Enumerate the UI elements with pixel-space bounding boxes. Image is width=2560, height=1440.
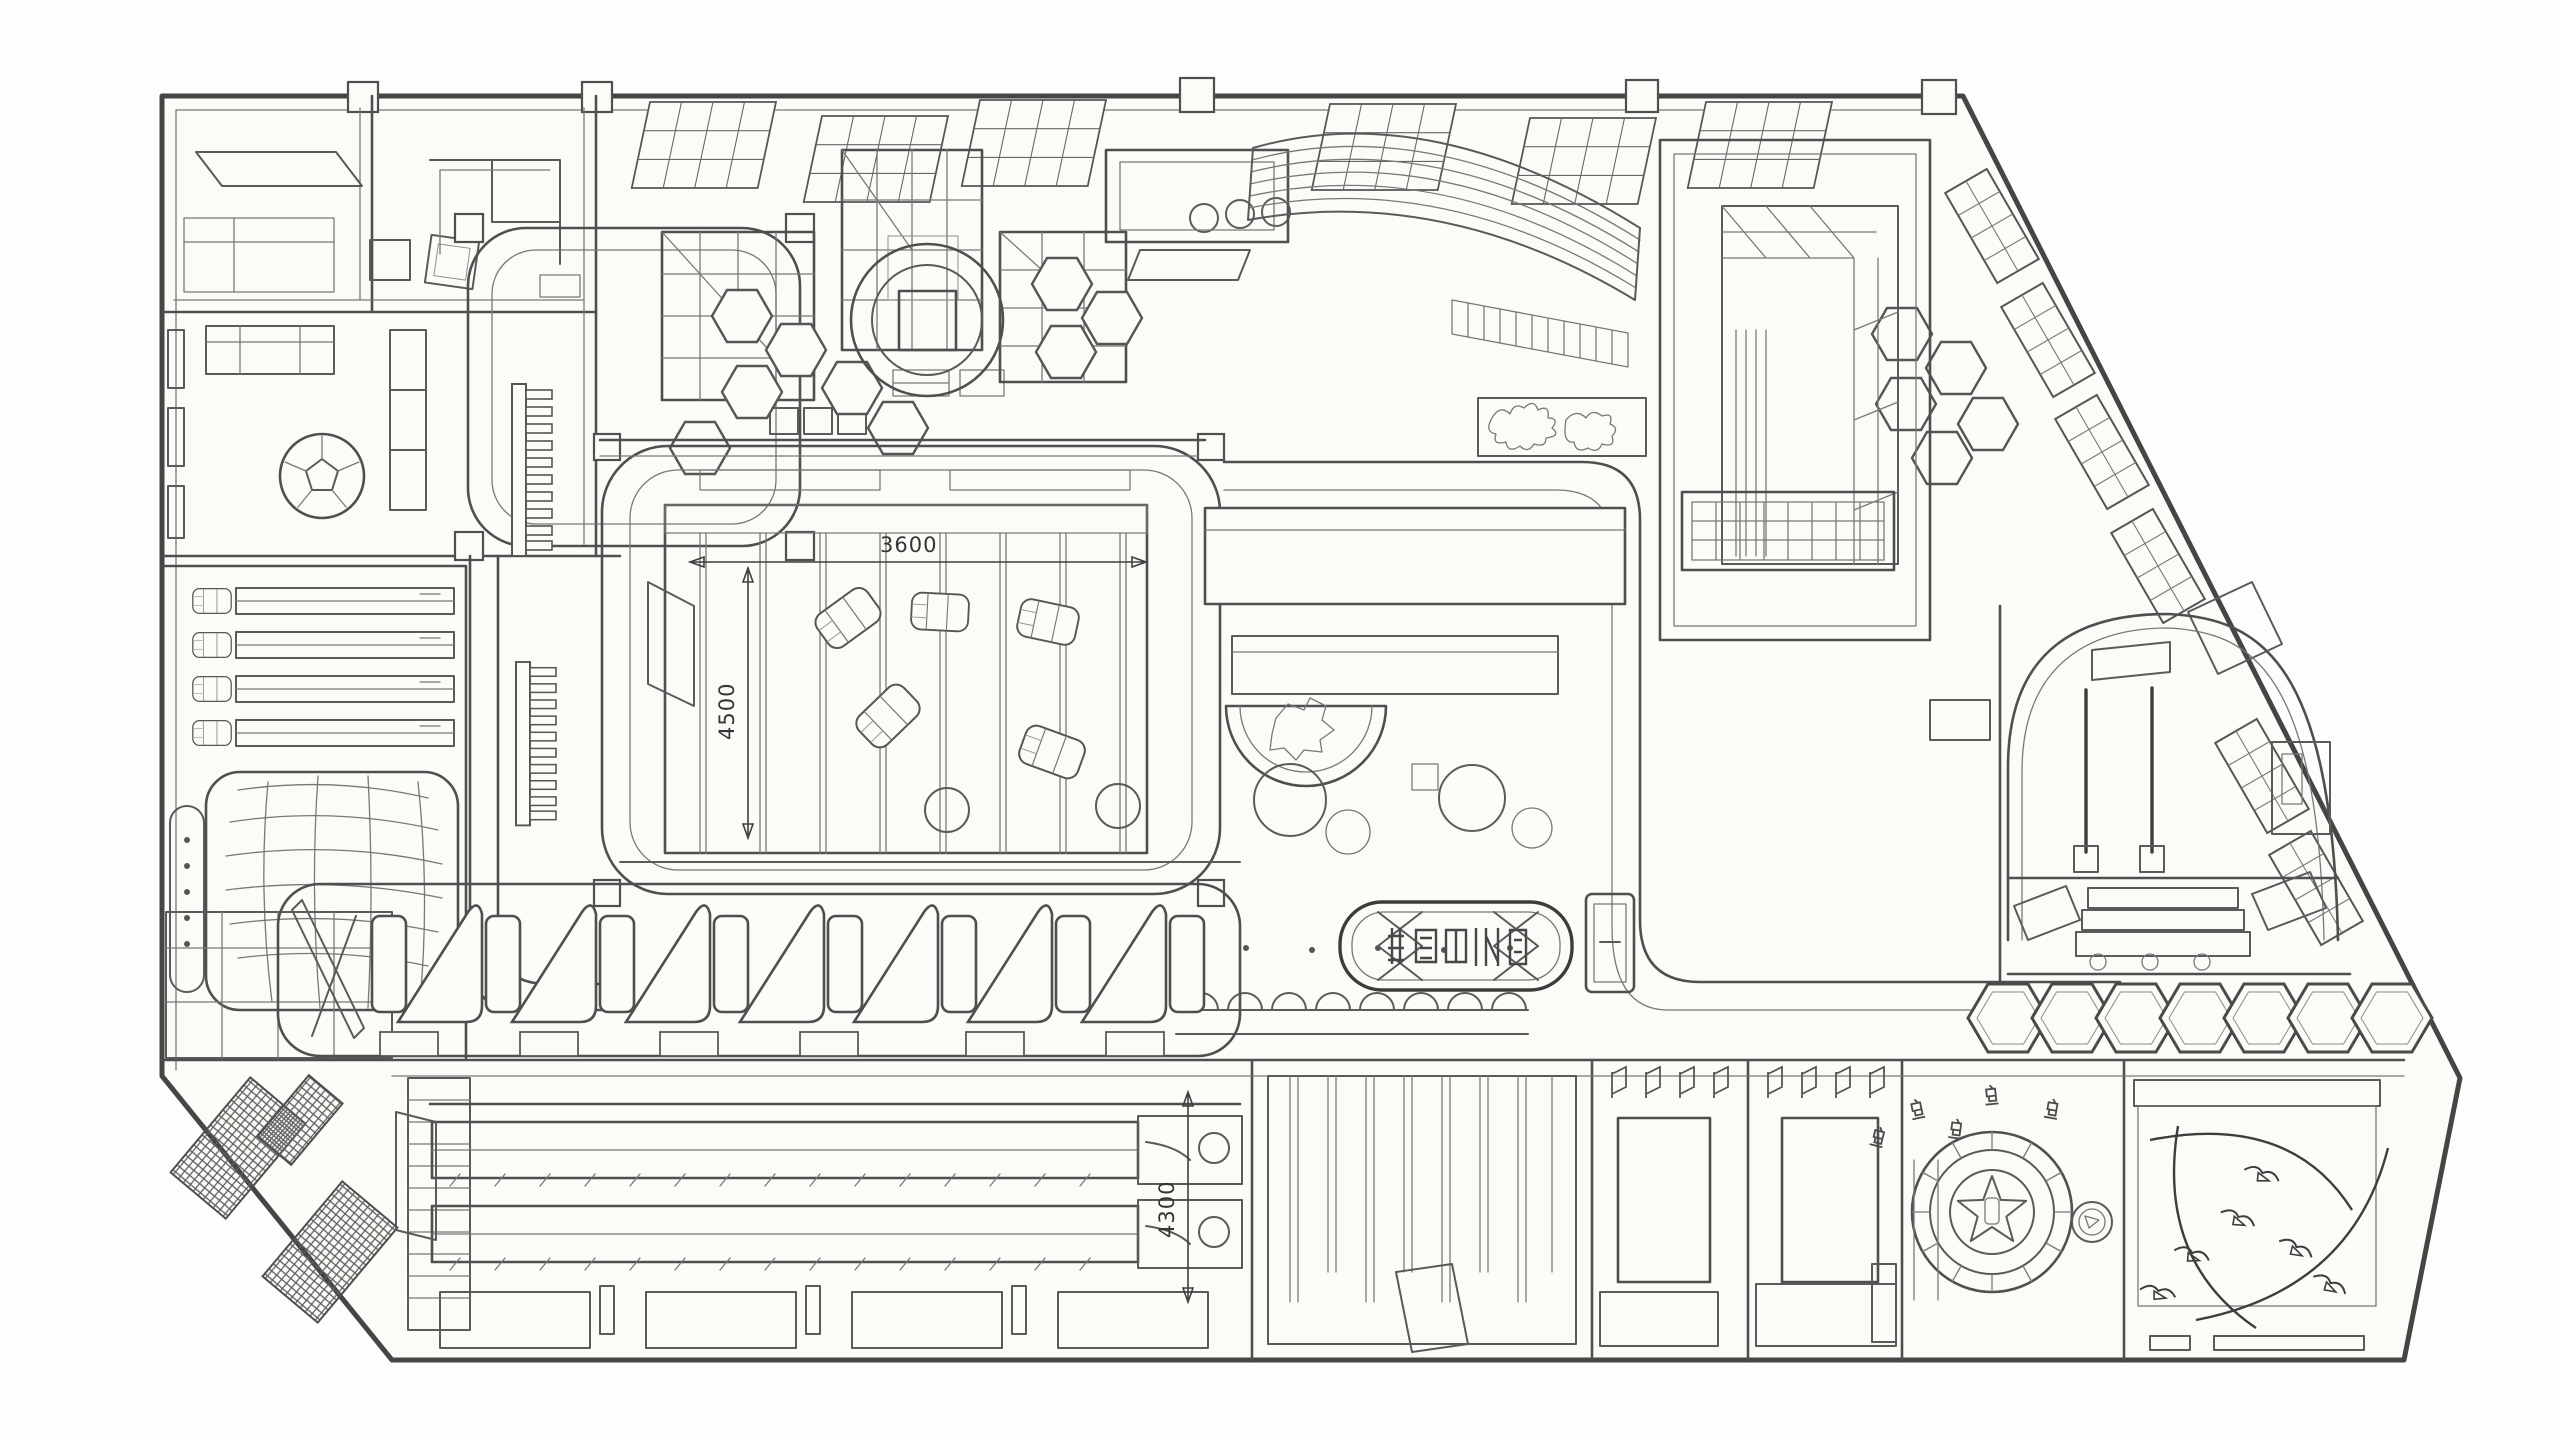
brand-sign-plaque [1338,900,1574,992]
bar-stools [379,1031,1165,1057]
curved-ribbon-canopy [1247,132,1641,368]
brand-logo-glyphs [1388,928,1528,966]
round-tables [1243,763,1553,953]
window-slits [167,329,185,539]
diagonal-shelving [1944,167,2364,947]
hall-long-shelf [1680,490,1896,572]
planter-semicircle [1224,697,1388,788]
tatami-room-2 [1755,1066,1897,1347]
arched-alcove [2006,612,2352,976]
dimension-label-3600: 3600 [880,533,937,557]
ribbon-slats [1451,299,1629,368]
lounge-zone [1175,460,2122,1035]
slat-screen-room [1267,1075,1577,1353]
office-suite [160,94,598,558]
booth-pattern [370,904,1206,1024]
dimension-4500: 4500 [715,565,755,841]
bottom-band: 4300 [276,882,2406,1362]
kiosk [1584,892,1636,994]
floor-grid-panels [439,1285,1209,1349]
dimension-3600: 3600 [687,533,1149,569]
football-table [278,432,366,520]
misc-walls [160,438,1241,1062]
planter-shrubs [1477,397,1647,457]
crane-mural-room [2133,1079,2390,1351]
prize-wheel [1910,1130,2074,1294]
mural-arcs [2149,1125,2390,1329]
capsule-machine [169,805,205,993]
prize-wheel-room [1868,1083,2113,1301]
scallop-edge [1175,992,1529,1035]
diagonal-booth-bar [276,882,1242,1058]
dimension-4300: 4300 [1155,1089,1195,1305]
long-workbenches: 4300 [395,1089,1243,1349]
stage-counter [1104,148,1290,281]
solar-grid-panels [169,1073,399,1325]
alcove-platform [2013,741,2331,971]
tatami-room-1 [1599,1066,1729,1347]
coin-plaza [849,242,1005,398]
dimension-label-4500: 4500 [715,683,739,740]
service-workshop: 3600 4500 [592,432,1226,908]
glass-atrium [1658,138,1991,741]
dimension-label-4300: 4300 [1155,1181,1179,1238]
retail-zone [630,99,2020,486]
building-shell [159,76,2463,1363]
